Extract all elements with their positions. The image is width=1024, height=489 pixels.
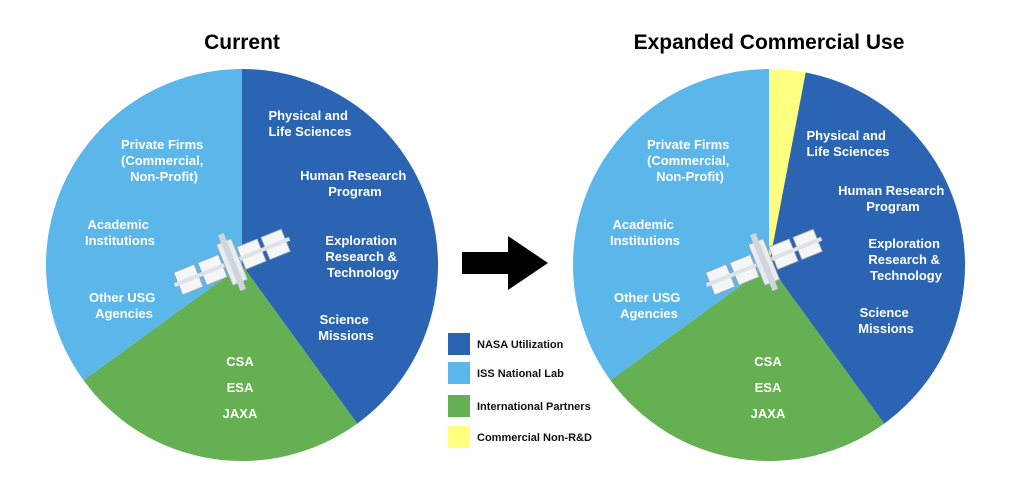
legend-label-international-partners: International Partners xyxy=(477,401,591,413)
pie-slices xyxy=(572,68,966,462)
legend-swatch-iss-national-lab xyxy=(448,362,470,384)
chart-title-expanded: Expanded Commercial Use xyxy=(634,31,905,54)
right-arrow-icon xyxy=(462,236,548,290)
chart-title-current: Current xyxy=(204,31,280,54)
label-physical-life-sciences: Physical and Life Sciences xyxy=(268,108,351,139)
pie-slice-iss-national-lab xyxy=(572,69,769,381)
label-exploration-research-technology: Exploration Research & Technology xyxy=(325,233,400,280)
legend-label-commercial-non-rd: Commercial Non-R&D xyxy=(477,432,592,444)
pie-chart-current: Current Physical and Life Sciences Human… xyxy=(45,31,439,462)
label-private-firms: Private Firms (Commercial, Non-Profit) xyxy=(647,137,733,184)
pie-slices xyxy=(45,68,439,462)
legend-swatch-international-partners xyxy=(448,395,470,417)
label-academic-institutions: Academic Institutions xyxy=(85,217,155,248)
pie-slice-international-partners xyxy=(83,265,358,462)
pie-slice-commercial-non-rd xyxy=(769,68,806,265)
slice-labels: Physical and Life Sciences Human Researc… xyxy=(610,128,948,421)
label-csa: CSA xyxy=(754,354,782,369)
space-station-icon xyxy=(705,228,823,296)
slice-labels: Physical and Life Sciences Human Researc… xyxy=(85,108,410,421)
label-science-missions: Science Missions xyxy=(858,305,914,336)
label-science-missions: Science Missions xyxy=(318,312,374,343)
label-esa: ESA xyxy=(755,380,782,395)
legend-label-iss-national-lab: ISS National Lab xyxy=(477,368,564,380)
legend-swatch-commercial-non-rd xyxy=(448,426,470,448)
pie-slice-international-partners xyxy=(610,265,885,462)
legend-label-nasa-utilization: NASA Utilization xyxy=(477,339,564,351)
label-jaxa: JAXA xyxy=(751,406,786,421)
label-physical-life-sciences: Physical and Life Sciences xyxy=(806,128,889,159)
label-human-research-program: Human Research Program xyxy=(838,183,948,214)
pie-slice-nasa-utilization xyxy=(769,72,966,424)
pie-chart-expanded-commercial-use: Expanded Commercial Use Physical and Lif… xyxy=(572,31,966,462)
label-private-firms: Private Firms (Commercial, Non-Profit) xyxy=(121,137,207,184)
legend: NASA Utilization ISS National Lab Intern… xyxy=(448,333,592,448)
label-jaxa: JAXA xyxy=(223,406,258,421)
label-academic-institutions: Academic Institutions xyxy=(610,217,680,248)
label-other-usg-agencies: Other USG Agencies xyxy=(89,290,159,321)
space-station-icon xyxy=(173,228,291,296)
label-csa: CSA xyxy=(226,354,254,369)
label-esa: ESA xyxy=(227,380,254,395)
label-human-research-program: Human Research Program xyxy=(300,168,410,199)
pie-slice-nasa-utilization xyxy=(242,68,439,424)
label-other-usg-agencies: Other USG Agencies xyxy=(614,290,684,321)
legend-swatch-nasa-utilization xyxy=(448,333,470,355)
pie-slice-iss-national-lab xyxy=(45,69,242,381)
label-exploration-research-technology: Exploration Research & Technology xyxy=(868,236,943,283)
